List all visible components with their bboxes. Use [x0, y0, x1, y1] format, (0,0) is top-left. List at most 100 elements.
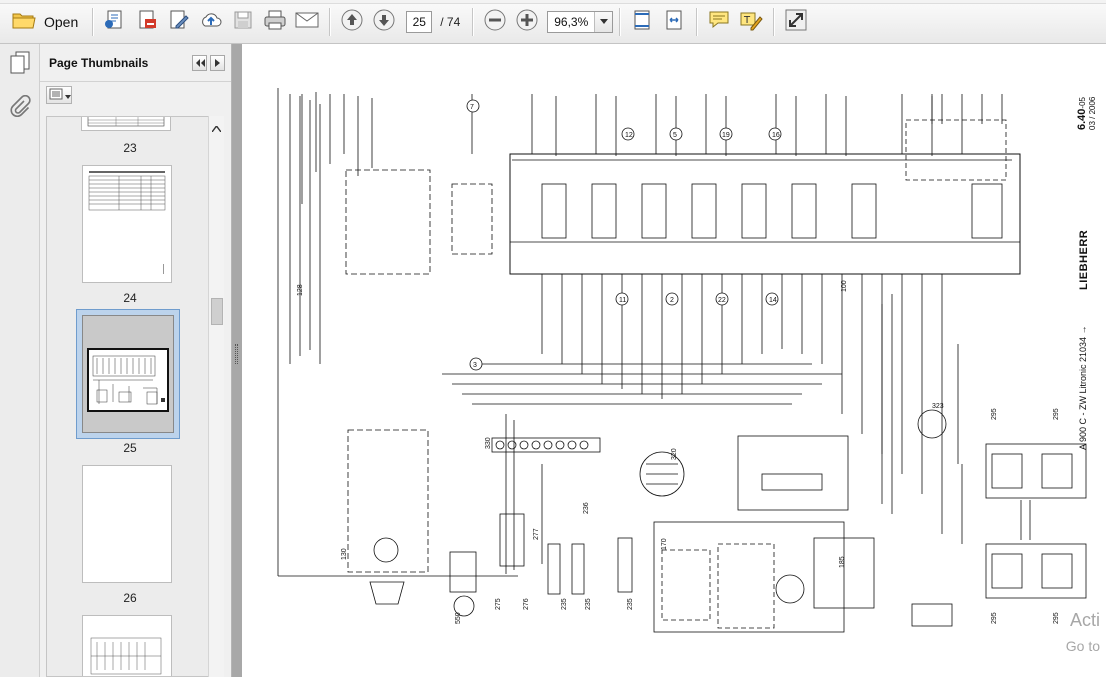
- svg-text:5: 5: [673, 132, 677, 139]
- export-pdf-icon: [136, 9, 158, 34]
- expand-panel-button[interactable]: [210, 55, 225, 71]
- thumbnail-page-26[interactable]: [82, 465, 172, 583]
- watermark-line-2: Go to: [1065, 638, 1100, 654]
- fit-width-icon: [664, 9, 684, 34]
- attachments-tab[interactable]: [0, 88, 40, 128]
- doc-date: 03 / 2006: [1088, 96, 1097, 130]
- svg-text:276: 276: [523, 598, 530, 610]
- svg-text:295: 295: [1053, 612, 1060, 624]
- svg-text:130: 130: [341, 548, 348, 560]
- thumbnail-label: 23: [123, 141, 137, 155]
- svg-text:277: 277: [533, 528, 540, 540]
- svg-text:236: 236: [583, 502, 590, 514]
- svg-text:323: 323: [932, 403, 944, 410]
- zoom-select[interactable]: 96,3%: [547, 10, 614, 33]
- svg-text:2: 2: [670, 297, 674, 304]
- fit-page-button[interactable]: [627, 7, 657, 37]
- print-button[interactable]: [260, 7, 290, 37]
- previous-page-button[interactable]: [337, 7, 367, 37]
- page-number-input[interactable]: 25: [406, 10, 433, 33]
- svg-text:3: 3: [473, 362, 477, 369]
- email-button[interactable]: [292, 7, 322, 37]
- paperclip-icon: [8, 94, 32, 122]
- thumbnail-page-27[interactable]: [82, 615, 172, 676]
- svg-text:11: 11: [619, 297, 626, 304]
- minus-circle-icon: [484, 9, 506, 34]
- highlighter-icon: T: [739, 9, 763, 34]
- svg-text:22: 22: [718, 297, 726, 304]
- svg-text:320: 320: [671, 448, 678, 460]
- navigation-pane-strip: [0, 44, 40, 677]
- toolbar-separator: [619, 7, 621, 36]
- double-chevron-left-icon: [195, 56, 205, 70]
- svg-text:550: 550: [455, 612, 462, 624]
- export-pdf-button[interactable]: [132, 7, 162, 37]
- thumbnail-list[interactable]: 23 24: [46, 116, 214, 677]
- watermark-line-1: Acti: [1069, 610, 1100, 630]
- svg-text:7: 7: [470, 104, 474, 111]
- next-page-button[interactable]: [369, 7, 399, 37]
- fit-width-button[interactable]: [659, 7, 689, 37]
- open-label: Open: [44, 13, 79, 30]
- panel-splitter[interactable]: [232, 44, 242, 677]
- plus-circle-icon: [516, 9, 538, 34]
- title-strip: [0, 0, 1106, 4]
- svg-text:235: 235: [585, 598, 592, 610]
- thumbnail-options-button[interactable]: [46, 86, 72, 104]
- toolbar-separator: [696, 7, 698, 36]
- doc-code: [1054, 44, 1094, 84]
- expand-icon: [785, 9, 807, 34]
- edit-pdf-button[interactable]: [164, 7, 194, 37]
- toolbar-separator: [773, 7, 775, 36]
- svg-text:19: 19: [722, 132, 730, 139]
- toolbar-separator: [472, 7, 474, 36]
- zoom-out-button[interactable]: [480, 7, 510, 37]
- chevron-down-icon[interactable]: [594, 11, 613, 32]
- chevron-down-icon: [65, 88, 71, 102]
- svg-text:275: 275: [495, 598, 502, 610]
- upload-cloud-button[interactable]: [196, 7, 226, 37]
- create-pdf-icon: [104, 9, 126, 34]
- scrollbar-thumb[interactable]: [211, 298, 223, 325]
- open-button[interactable]: Open: [4, 7, 86, 37]
- zoom-in-button[interactable]: [512, 7, 542, 37]
- create-pdf-button[interactable]: [100, 7, 130, 37]
- thumbnail-label: 24: [123, 291, 137, 305]
- thumbnail-label: 26: [123, 591, 137, 605]
- svg-text:100: 100: [841, 280, 848, 292]
- save-button[interactable]: [228, 7, 258, 37]
- chevron-right-icon: [214, 56, 221, 70]
- envelope-icon: [295, 11, 319, 32]
- collapse-panel-button[interactable]: [192, 55, 207, 71]
- fit-page-icon: [632, 9, 652, 34]
- thumbnail-scrollbar[interactable]: [208, 116, 224, 677]
- panel-title: Page Thumbnails: [49, 55, 149, 70]
- scroll-up-icon[interactable]: [211, 121, 222, 135]
- main-toolbar: Open 25 / 74 96,3%: [0, 0, 1106, 44]
- svg-text:16: 16: [772, 132, 780, 139]
- svg-text:14: 14: [769, 297, 777, 304]
- toolbar-separator: [92, 7, 94, 36]
- thumbnail-page-25[interactable]: [82, 315, 174, 433]
- svg-text:185: 185: [839, 556, 846, 568]
- thumbnails-header: Page Thumbnails: [40, 44, 231, 82]
- comment-button[interactable]: [704, 7, 734, 37]
- save-icon: [233, 10, 253, 33]
- full-screen-button[interactable]: [781, 7, 811, 37]
- page-thumbnails-tab[interactable]: [0, 44, 40, 84]
- thumbnail-page-24[interactable]: [82, 165, 172, 283]
- highlight-button[interactable]: T: [736, 7, 766, 37]
- folder-icon: [12, 10, 36, 33]
- arrow-down-circle-icon: [373, 9, 395, 34]
- arrow-up-circle-icon: [341, 9, 363, 34]
- thumbnail-page-23[interactable]: [81, 117, 171, 131]
- thumbnail-label: 25: [123, 441, 137, 455]
- speech-bubble-icon: [708, 10, 730, 33]
- pages-icon: [8, 50, 32, 79]
- splitter-grip[interactable]: [235, 344, 238, 364]
- doc-code-main: 6.40: [1076, 108, 1088, 130]
- cloud-upload-icon: [199, 9, 223, 34]
- doc-code-sub: -05: [1078, 97, 1087, 109]
